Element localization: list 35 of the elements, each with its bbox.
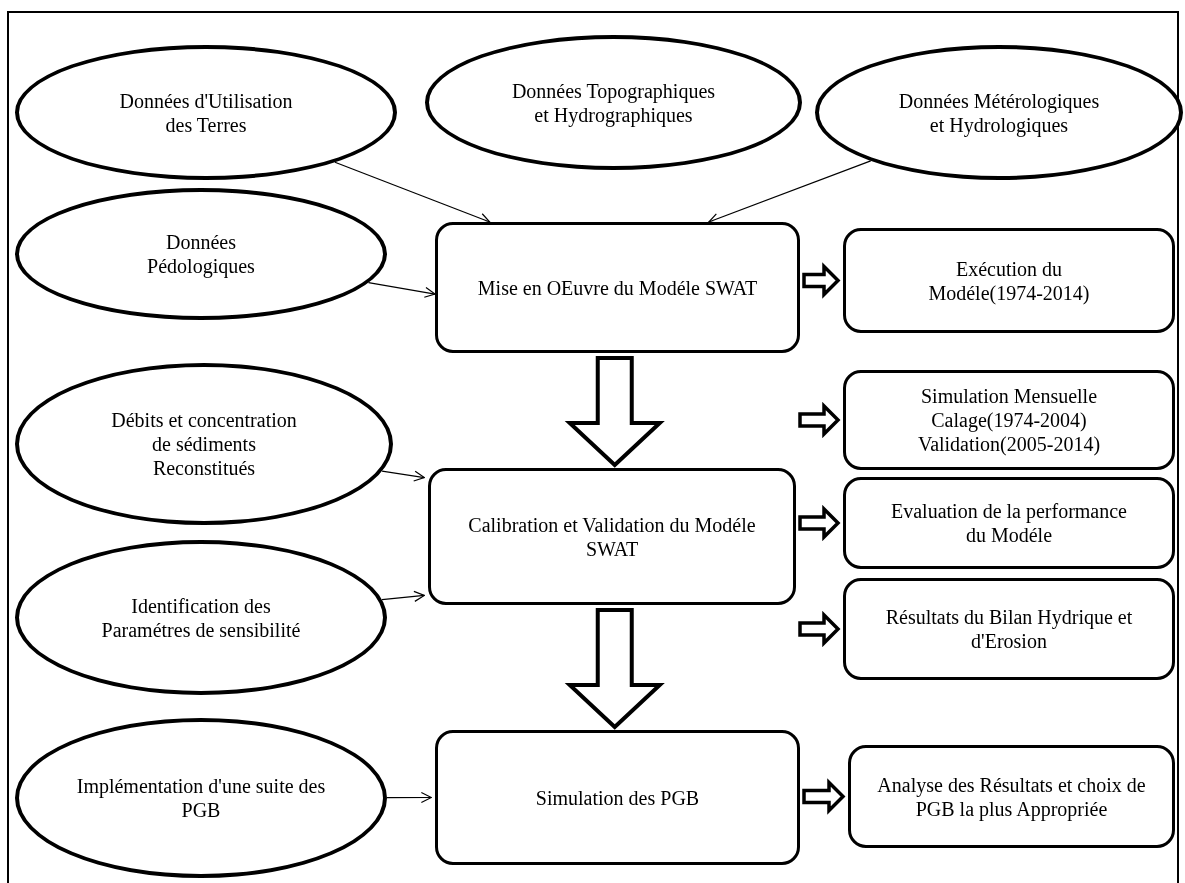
block-arrow xyxy=(798,504,841,542)
block-arrow xyxy=(802,778,846,815)
node-label: Calibration et Validation du Modéle SWAT xyxy=(467,512,757,561)
node-label: Données Pédologiques xyxy=(146,230,256,278)
arrow xyxy=(334,161,491,224)
node-label: Données Métérologiques et Hydrologiques xyxy=(897,88,1101,137)
process-box xyxy=(428,468,796,605)
node-label: Données Topographiques et Hydrographiques xyxy=(510,78,717,127)
process-box xyxy=(843,578,1175,680)
arrow xyxy=(708,160,872,224)
arrow xyxy=(367,282,436,298)
process-box xyxy=(843,370,1175,470)
block-arrow xyxy=(564,356,665,468)
node-label: Mise en OEuvre du Modéle SWAT xyxy=(477,275,758,300)
block-arrow xyxy=(798,610,841,648)
node-label: Identification des Paramétres de sensibilité xyxy=(101,593,301,642)
node-label: Analyse des Résultats et choix de PGB la plus Appropriée xyxy=(876,772,1147,821)
node-label: Simulation des PGB xyxy=(535,785,700,810)
node-label: Exécution du Modéle(1974-2014) xyxy=(927,256,1091,305)
process-box xyxy=(435,222,800,353)
node-label: Données d'Utilisation des Terres xyxy=(118,88,294,137)
node-label: Résultats du Bilan Hydrique et d'Erosion xyxy=(884,605,1134,653)
node-label: Implémentation d'une suite des PGB xyxy=(76,774,326,822)
block-arrow xyxy=(802,262,841,299)
process-box xyxy=(843,477,1175,569)
block-arrow xyxy=(798,401,841,439)
process-box xyxy=(435,730,800,865)
block-arrow xyxy=(564,608,665,730)
node-label: Evaluation de la performance du Modéle xyxy=(890,499,1128,547)
process-box xyxy=(848,745,1175,848)
node-label: Simulation Mensuelle Calage(1974-2004) Validation(2005-2014) xyxy=(916,384,1102,456)
arrow xyxy=(386,791,432,804)
node-label: Débits et concentration de sédiments Reconstitués xyxy=(110,408,298,480)
process-box xyxy=(843,228,1175,333)
arrow xyxy=(381,470,425,482)
